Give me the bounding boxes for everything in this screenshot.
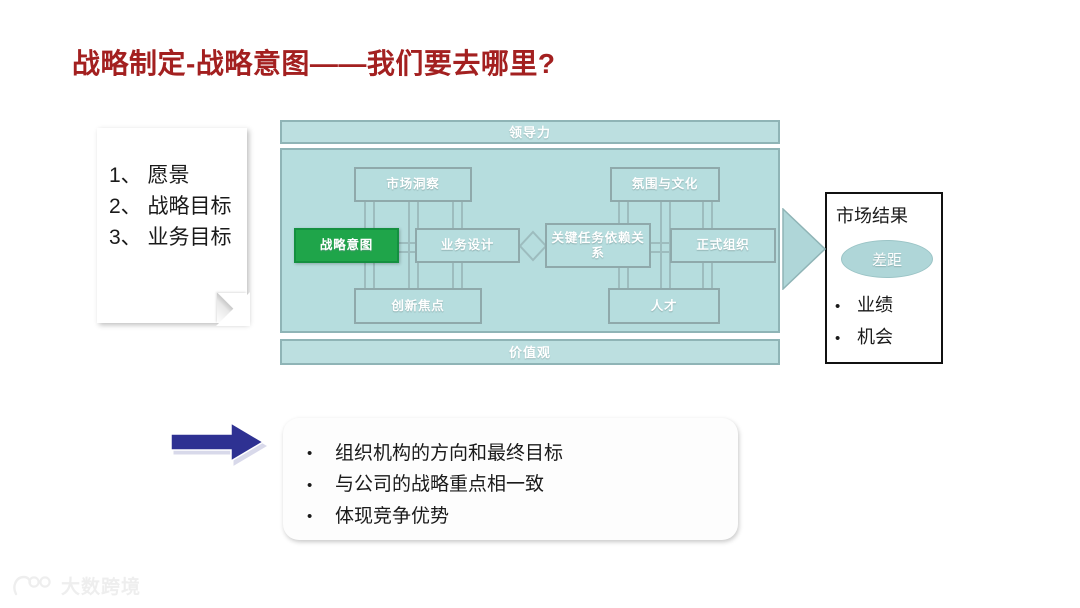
- market-result-bullets: • 业绩 • 机会: [835, 290, 893, 354]
- summary-bullet-advantage: 体现竞争优势: [335, 505, 450, 527]
- market-result-bullet-opportunity: 机会: [857, 326, 893, 347]
- node-strategic-intent[interactable]: 战略意图: [294, 228, 399, 263]
- connector-intent-to-innovation: [364, 263, 375, 288]
- gap-ellipse: 差距: [841, 240, 933, 278]
- connector-culture-to-keytasks: [618, 202, 629, 223]
- summary-bullet-alignment: 与公司的战略重点相一致: [335, 474, 545, 496]
- connector-culture-to-formalorg: [702, 202, 713, 228]
- bullet-dot-icon: •: [307, 476, 313, 494]
- node-key-task-dependency[interactable]: 关键任务依赖关系: [545, 223, 651, 268]
- connector-formalorg-to-talent: [702, 263, 713, 288]
- note-item-vision: 1、 愿景: [109, 164, 190, 187]
- list-item: • 机会: [835, 322, 893, 354]
- list-item: • 体现竞争优势: [307, 501, 563, 532]
- brand-logo-icon: [13, 575, 51, 595]
- list-item: • 与公司的战略重点相一致: [307, 469, 563, 500]
- diamond-connector-icon: [518, 230, 548, 262]
- market-result-title: 市场结果: [836, 206, 908, 226]
- bullet-dot-icon: •: [835, 329, 841, 347]
- node-culture[interactable]: 氛围与文化: [610, 167, 720, 202]
- band-leadership: 领导力: [280, 120, 780, 144]
- summary-bullets: • 组织机构的方向和最终目标 • 与公司的战略重点相一致 • 体现竞争优势: [307, 438, 563, 532]
- market-result-bullet-performance: 业绩: [857, 295, 893, 315]
- connector-intent-to-insight: [364, 202, 375, 228]
- note-card: 1、 愿景 2、 战略目标 3、 业务目标: [97, 128, 250, 326]
- node-talent[interactable]: 人才: [608, 288, 720, 324]
- summary-callout-card: • 组织机构的方向和最终目标 • 与公司的战略重点相一致 • 体现竞争优势: [283, 418, 738, 540]
- market-result-card: 市场结果 差距 • 业绩 • 机会: [825, 192, 943, 364]
- list-item: • 业绩: [835, 290, 893, 322]
- note-item-strategic-goal: 2、 战略目标: [109, 195, 232, 218]
- note-card-list: 1、 愿景 2、 战略目标 3、 业务目标: [109, 160, 232, 253]
- connector-intent-to-design: [399, 242, 415, 253]
- node-innovation-focus[interactable]: 创新焦点: [354, 288, 482, 324]
- blm-diagram: 领导力 市场洞察 战略意图 业务设计 创新焦点 氛围与文化 关键任务依赖关系 正…: [280, 120, 780, 365]
- summary-arrow-icon: [170, 421, 267, 466]
- node-business-design[interactable]: 业务设计: [415, 228, 520, 263]
- band-values: 价值观: [280, 339, 780, 365]
- watermark-text: 大数跨境: [61, 577, 142, 598]
- right-arrow-icon: [782, 208, 826, 290]
- note-item-business-goal: 3、 业务目标: [109, 226, 232, 249]
- list-item: • 组织机构的方向和最终目标: [307, 438, 563, 469]
- connector-keytasks-to-formalorg: [651, 242, 670, 253]
- page-title: 战略制定-战略意图——我们要去哪里?: [72, 48, 556, 79]
- node-formal-organization[interactable]: 正式组织: [670, 228, 776, 263]
- bullet-dot-icon: •: [307, 445, 313, 463]
- connector-keytasks-to-talent: [618, 268, 629, 288]
- node-market-insight[interactable]: 市场洞察: [354, 167, 472, 202]
- bullet-dot-icon: •: [835, 297, 841, 315]
- summary-bullet-direction: 组织机构的方向和最终目标: [335, 443, 564, 464]
- bullet-dot-icon: •: [307, 508, 313, 526]
- watermark: 大数跨境: [12, 572, 141, 599]
